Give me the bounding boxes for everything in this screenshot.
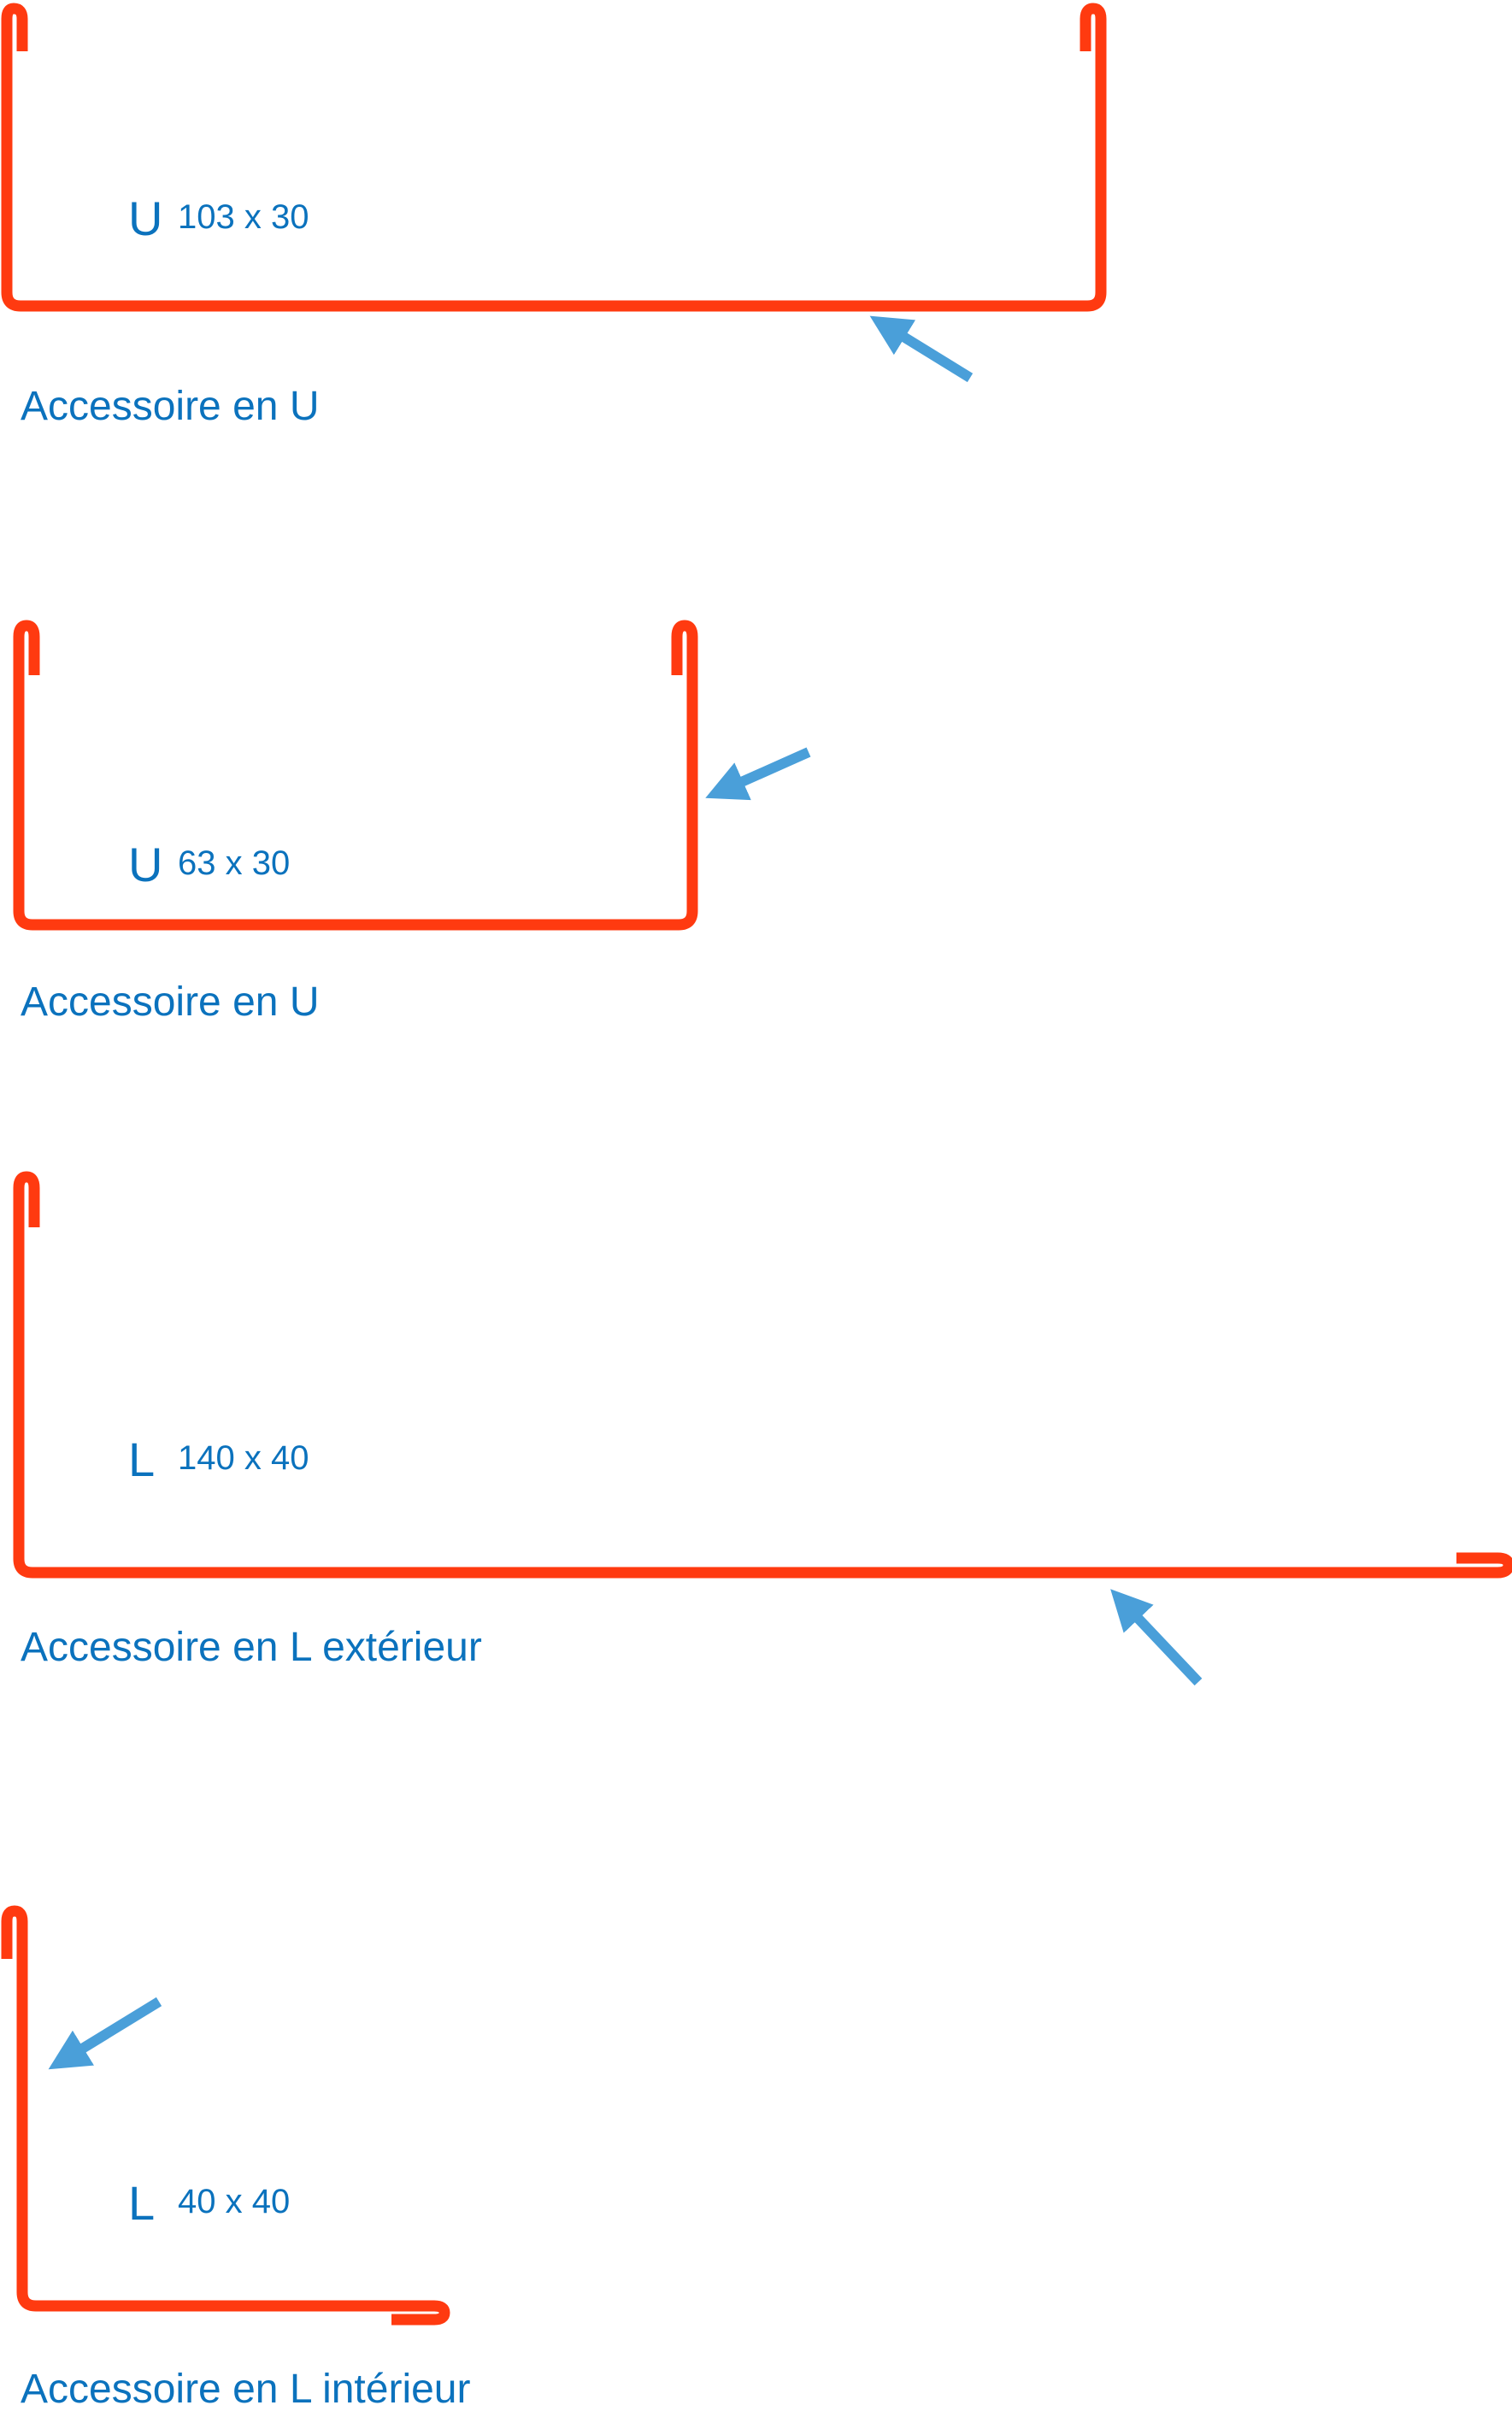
arrow-icon	[48, 1997, 162, 2070]
profile-dimensions: 40 x 40	[178, 2183, 291, 2220]
profile-l-40-shape	[1, 1905, 450, 2326]
profile-dimensions: 103 x 30	[178, 198, 309, 236]
profile-dimensions: 140 x 40	[178, 1439, 309, 1477]
profile-l-140-shape	[13, 1171, 1512, 1579]
arrow-icon	[869, 315, 974, 383]
profile-letter: L	[128, 2176, 156, 2230]
profile-letter: U	[128, 191, 163, 245]
profile-dimensions: 63 x 30	[178, 844, 291, 882]
arrow-icon	[1110, 1589, 1203, 1686]
profile-caption: Accessoire en L extérieur	[21, 1625, 482, 1670]
profile-letter: U	[128, 838, 163, 891]
profile-caption: Accessoire en U	[21, 979, 320, 1025]
profile-u-63-shape	[13, 620, 698, 931]
arrow-icon	[705, 747, 811, 801]
profile-u-103-shape	[1, 3, 1107, 312]
profile-letter: L	[128, 1432, 156, 1486]
profile-caption: Accessoire en U	[21, 384, 320, 429]
profile-caption: Accessoire en L intérieur	[21, 2367, 471, 2412]
